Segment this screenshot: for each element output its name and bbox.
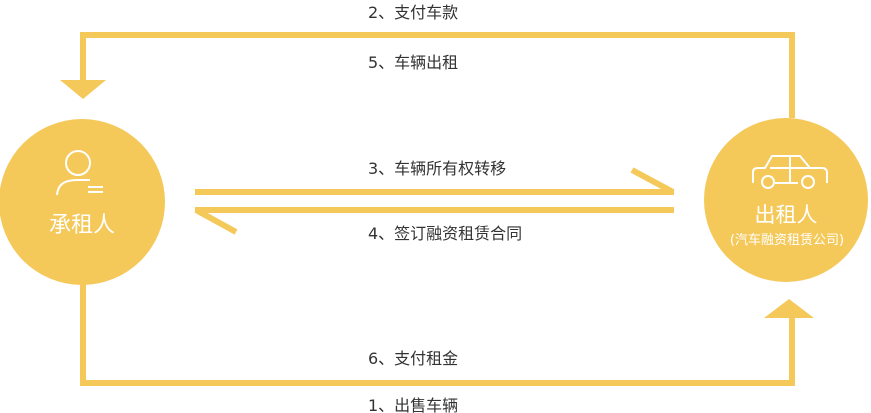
lessor-sublabel: (汽车融资租赁公司) [730, 232, 844, 248]
lessee-label: 承租人 [49, 213, 115, 238]
user-icon [56, 150, 103, 196]
lessor-node: 出租人 (汽车融资租赁公司) [704, 118, 868, 282]
contract-arrow [194, 207, 674, 235]
lessor-label: 出租人 [755, 203, 818, 227]
ownership-transfer-arrow [195, 167, 675, 195]
car-icon [752, 155, 828, 189]
flow-label-pay-car: 2、支付车款 [368, 3, 458, 22]
flow-label-pay-rent: 6、支付租金 [368, 349, 458, 368]
flow-label-ownership-transfer: 3、车辆所有权转移 [368, 159, 506, 178]
lessee-node: 承租人 [0, 119, 165, 285]
flow-label-car-lease: 5、车辆出租 [368, 53, 458, 72]
bottom-flow-arrowhead [764, 299, 814, 318]
top-flow-arrowhead [60, 80, 106, 99]
flow-label-sign-contract: 4、签订融资租赁合同 [368, 224, 522, 243]
bottom-flow-line [80, 284, 795, 386]
flow-label-sell-car: 1、出售车辆 [368, 396, 458, 413]
top-flow-line [80, 32, 795, 118]
